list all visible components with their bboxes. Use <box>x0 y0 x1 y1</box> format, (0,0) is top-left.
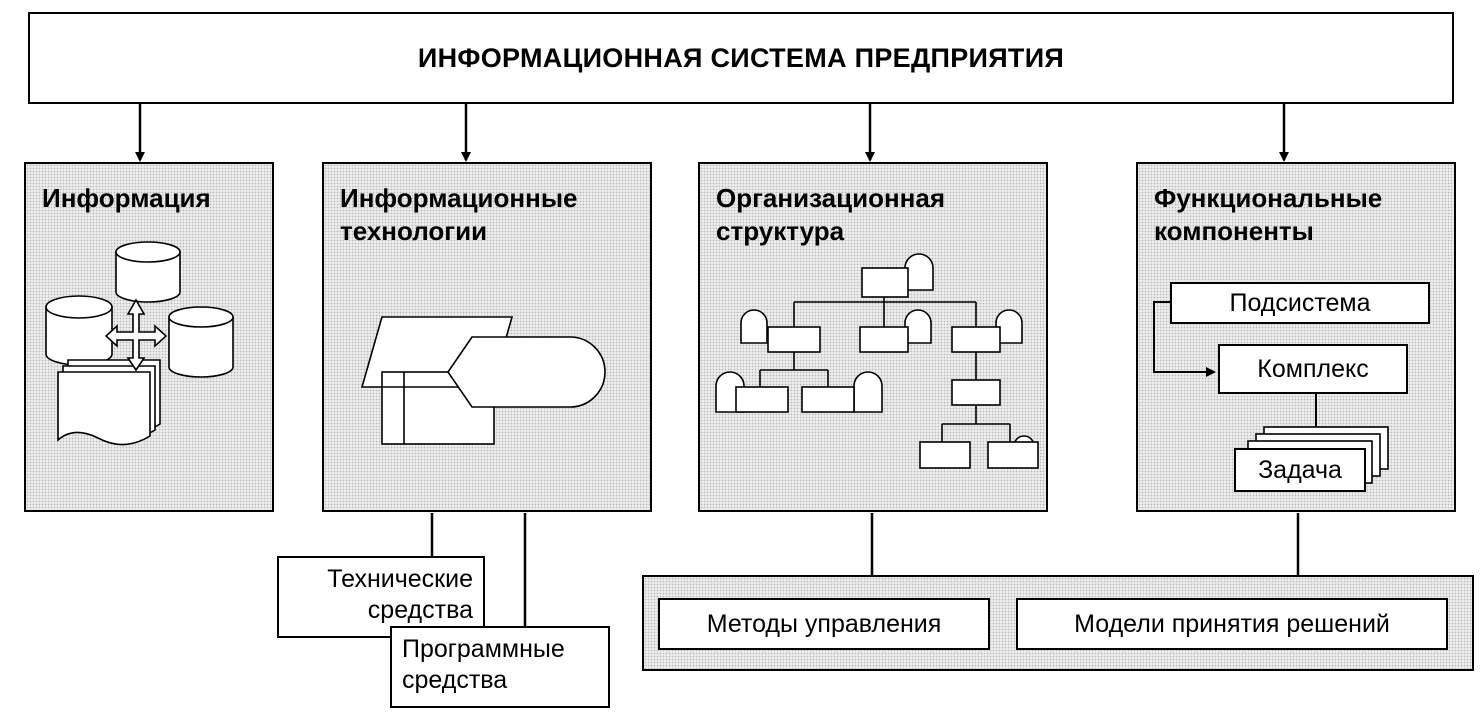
task-box: Задача <box>1234 448 1366 492</box>
panel-functional: Функциональные компоненты Подсистема Ком… <box>1136 162 1456 512</box>
panel-technologies: Информационные технологии <box>322 162 652 512</box>
org-chart-icon <box>715 253 1039 469</box>
page-title: ИНФОРМАЦИОННАЯ СИСТЕМА ПРЕДПРИЯТИЯ <box>417 42 1065 73</box>
panel-organization-title: Организационная структура <box>716 183 946 246</box>
hardware-box: Технические средства <box>277 556 485 638</box>
enterprise-system-title: ИНФОРМАЦИОННАЯ СИСТЕМА ПРЕДПРИЯТИЯ <box>28 12 1454 104</box>
panel-information: Информация <box>24 162 274 512</box>
models-box: Модели принятия решений <box>1016 598 1448 650</box>
panel-technologies-title: Информационные технологии <box>340 183 578 246</box>
subsystem-box: Подсистема <box>1170 282 1430 324</box>
panel-organization: Организационная структура <box>698 162 1048 512</box>
databases-icon <box>45 241 234 446</box>
software-box: Программные средства <box>390 626 610 708</box>
panel-information-title: Информация <box>42 183 211 213</box>
methods-box: Методы управления <box>658 598 990 650</box>
panel-functional-title: Функциональные компоненты <box>1154 183 1383 246</box>
management-panel: Методы управления Модели принятия решени… <box>642 575 1474 671</box>
flowchart-shapes-icon <box>360 316 606 445</box>
complex-box: Комплекс <box>1218 344 1408 394</box>
